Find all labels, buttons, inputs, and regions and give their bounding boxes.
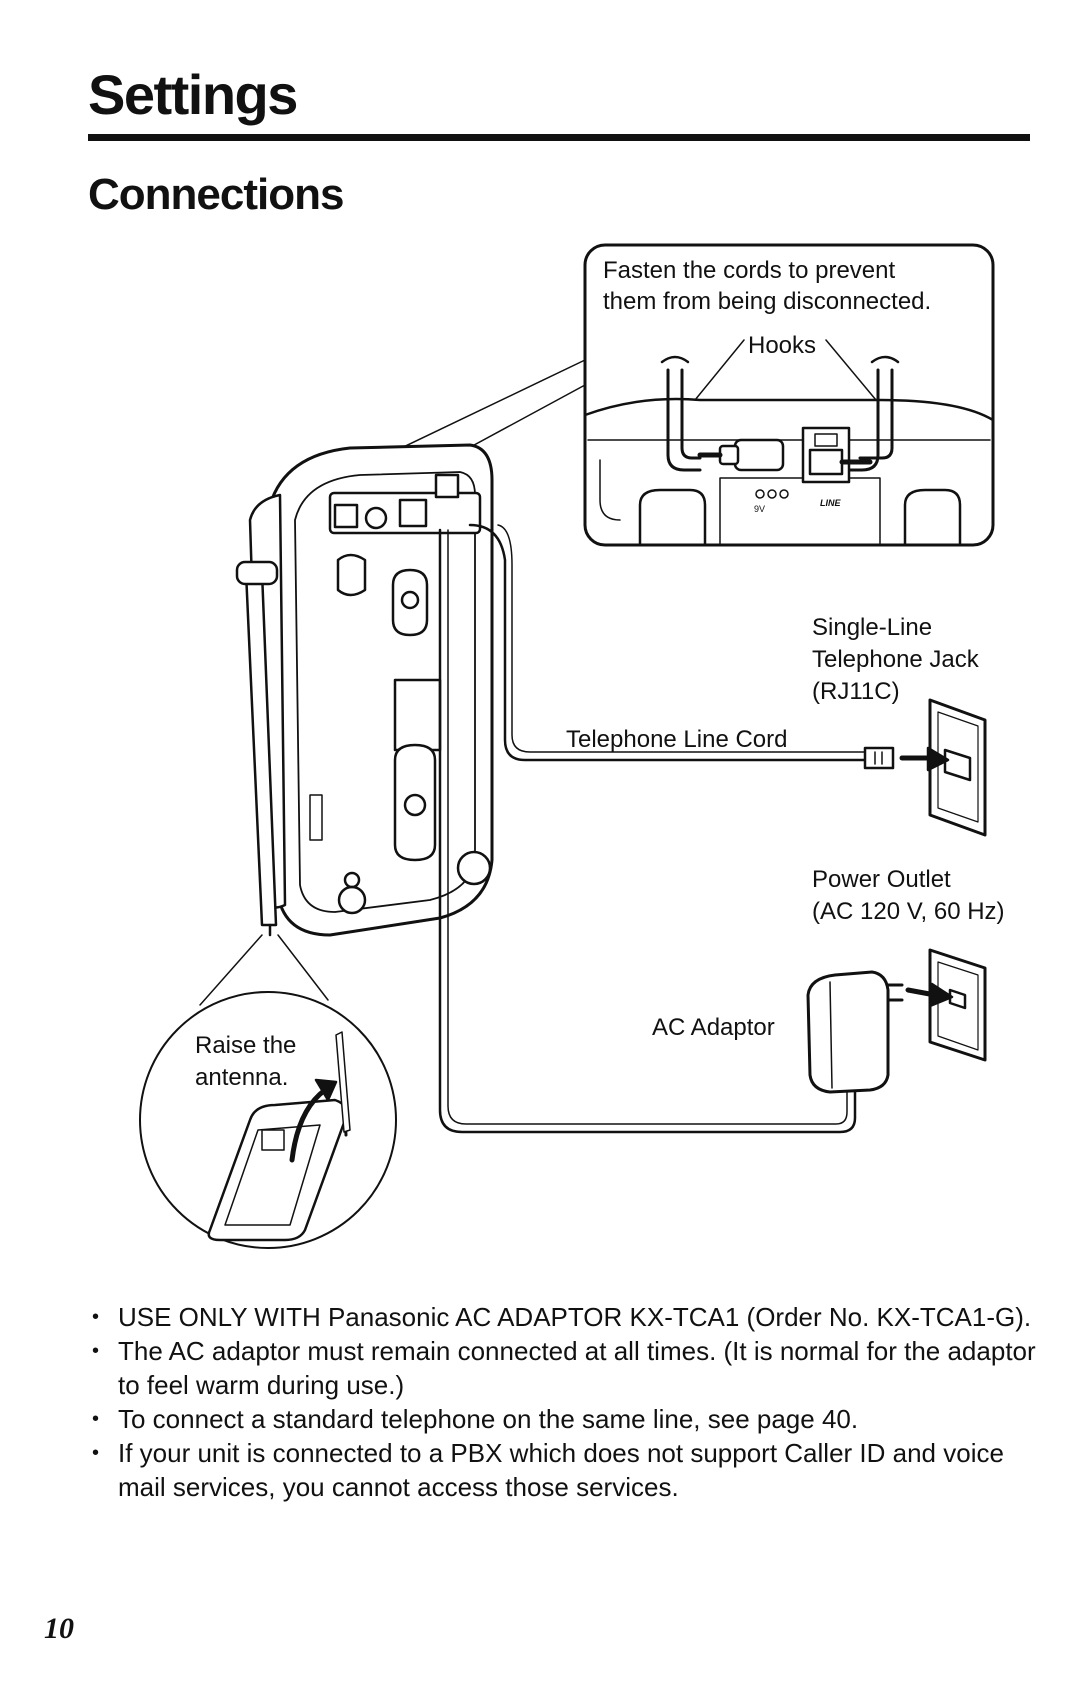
line-cord-label: Telephone Line Cord (566, 726, 788, 753)
page-number: 10 (44, 1612, 74, 1645)
jack-label-line-1: Single-Line (812, 614, 933, 641)
page-title: Settings (88, 63, 298, 126)
antenna-label-line-1: Raise the (195, 1032, 297, 1059)
base-unit-illustration (235, 443, 494, 937)
outlet-label-line-2: (AC 120 V, 60 Hz) (812, 898, 1005, 925)
note-item: If your unit is connected to a PBX which… (92, 1436, 1052, 1504)
marking-dc: 9V (754, 504, 766, 514)
hooks-label: Hooks (748, 332, 817, 359)
section-title: Connections (88, 170, 344, 219)
power-outlet-label: Power Outlet (AC 120 V, 60 Hz) (812, 864, 1005, 928)
callout-zoom-box (583, 243, 995, 547)
outlet-label-line-1: Power Outlet (812, 866, 951, 893)
title-rule (88, 134, 1030, 141)
jack-label-line-3: (RJ11C) (812, 678, 900, 705)
jack-label-line-2: Telephone Jack (812, 646, 979, 673)
notes-list: USE ONLY WITH Panasonic AC ADAPTOR KX-TC… (92, 1300, 1052, 1504)
callout-instruction: Fasten the cords to prevent them from be… (603, 255, 931, 317)
connection-diagram: Fasten the cords to prevent them from be… (0, 230, 1080, 1250)
antenna-label-line-2: antenna. (195, 1064, 289, 1091)
callout-line-2: them from being disconnected. (603, 288, 932, 315)
ac-adaptor-label: AC Adaptor (652, 1014, 775, 1041)
ac-adaptor-illustration (806, 970, 904, 1094)
marking-line: LINE (820, 498, 841, 508)
callout-line-1: Fasten the cords to prevent (603, 257, 896, 284)
note-item: The AC adaptor must remain connected at … (92, 1334, 1052, 1402)
antenna-instruction: Raise the antenna. (195, 1030, 296, 1094)
note-item: USE ONLY WITH Panasonic AC ADAPTOR KX-TC… (92, 1300, 1052, 1334)
note-item: To connect a standard telephone on the s… (92, 1402, 1052, 1436)
telephone-jack-label: Single-Line Telephone Jack (RJ11C) (812, 612, 979, 708)
